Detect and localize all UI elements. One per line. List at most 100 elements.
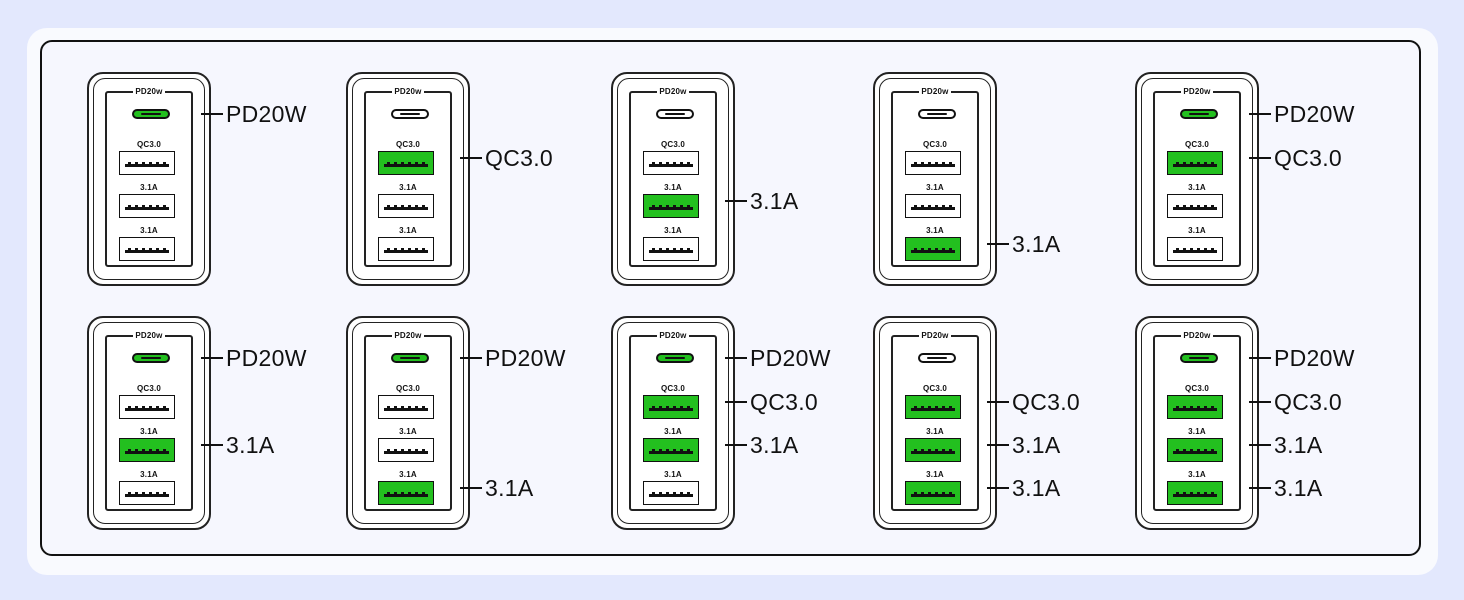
- callout-pd: PD20W: [460, 344, 566, 371]
- callout-label: 3.1A: [1012, 474, 1061, 501]
- callout-label: QC3.0: [485, 144, 553, 171]
- callout-line: [1249, 357, 1271, 359]
- port-label-qc: QC3.0: [1184, 140, 1210, 149]
- charger-outline: [617, 78, 729, 280]
- usb-a-port-icon: [119, 438, 175, 462]
- port-label-qc: QC3.0: [395, 140, 421, 149]
- port-label-pd: PD20w: [366, 87, 450, 96]
- port-label-qc: QC3.0: [395, 384, 421, 393]
- port-label-qc: QC3.0: [660, 140, 686, 149]
- usb-a-port-icon: [643, 481, 699, 505]
- callout-pd: PD20W: [201, 101, 307, 127]
- port-label-a2: 3.1A: [140, 470, 158, 479]
- port-label-pd-text: PD20w: [919, 331, 951, 340]
- usb-a-port-icon: [378, 395, 434, 419]
- callout-line: [987, 401, 1009, 403]
- usb-a-port-icon: [378, 438, 434, 462]
- port-label-a1: 3.1A: [140, 427, 158, 436]
- callout-line: [987, 487, 1009, 489]
- callout-line: [201, 444, 223, 446]
- charger-outline: [1141, 78, 1253, 280]
- usb-a-port-icon: [378, 151, 434, 175]
- callout-a1: 3.1A: [1249, 432, 1323, 458]
- callout-a2: 3.1A: [1249, 475, 1323, 501]
- port-label-pd-text: PD20w: [133, 87, 165, 96]
- port-label-pd: PD20w: [107, 331, 191, 340]
- port-label-pd: PD20w: [107, 87, 191, 96]
- callout-qc: QC3.0: [1249, 389, 1342, 415]
- charger-outline: [93, 322, 205, 524]
- port-label-pd: PD20w: [1155, 331, 1239, 340]
- callout-qc: QC3.0: [460, 144, 553, 171]
- usb-a-port-icon: [378, 237, 434, 261]
- port-label-a2: 3.1A: [399, 226, 417, 235]
- port-label-pd: PD20w: [366, 331, 450, 340]
- port-label-qc: QC3.0: [922, 140, 948, 149]
- usb-a-port-icon: [905, 194, 961, 218]
- usb-a-port-icon: [905, 438, 961, 462]
- callout-a2: 3.1A: [987, 231, 1061, 257]
- callout-a1: 3.1A: [725, 188, 799, 214]
- port-label-pd-text: PD20w: [392, 331, 424, 340]
- callout-line: [201, 357, 223, 359]
- port-label-qc: QC3.0: [136, 384, 162, 393]
- callout-line: [725, 357, 747, 359]
- port-label-a1: 3.1A: [926, 183, 944, 192]
- callout-pd: PD20W: [1249, 101, 1355, 127]
- callout-line: [725, 401, 747, 403]
- port-label-qc: QC3.0: [922, 384, 948, 393]
- port-label-pd: PD20w: [631, 87, 715, 96]
- callout-label: PD20W: [485, 344, 566, 371]
- usb-a-port-icon: [119, 395, 175, 419]
- usb-a-port-icon: [119, 194, 175, 218]
- port-label-a2: 3.1A: [1188, 470, 1206, 479]
- callout-line: [987, 444, 1009, 446]
- charger-outline: [352, 78, 464, 280]
- callout-a2: 3.1A: [460, 475, 534, 501]
- charger-outline: [879, 322, 991, 524]
- usb-a-port-icon: [643, 151, 699, 175]
- callout-line: [1249, 157, 1271, 159]
- callout-qc: QC3.0: [1249, 144, 1342, 171]
- callout-line: [1249, 113, 1271, 115]
- port-label-a1: 3.1A: [399, 427, 417, 436]
- port-label-pd: PD20w: [631, 331, 715, 340]
- charger-outline: [352, 322, 464, 524]
- port-label-pd: PD20w: [893, 87, 977, 96]
- usb-a-port-icon: [905, 151, 961, 175]
- usb-c-port-icon: [132, 353, 170, 363]
- port-label-qc: QC3.0: [660, 384, 686, 393]
- callout-a2: 3.1A: [987, 474, 1061, 501]
- callout-a1: 3.1A: [201, 431, 275, 458]
- port-label-pd: PD20w: [1155, 87, 1239, 96]
- port-label-a1: 3.1A: [140, 183, 158, 192]
- usb-a-port-icon: [905, 481, 961, 505]
- usb-a-port-icon: [1167, 194, 1223, 218]
- usb-a-port-icon: [643, 194, 699, 218]
- callout-label: 3.1A: [226, 431, 275, 458]
- callout-line: [460, 357, 482, 359]
- callout-line: [725, 444, 747, 446]
- usb-c-port-icon: [1180, 353, 1218, 363]
- callout-label: QC3.0: [1274, 144, 1342, 171]
- usb-a-port-icon: [905, 395, 961, 419]
- usb-a-port-icon: [643, 438, 699, 462]
- usb-a-port-icon: [378, 481, 434, 505]
- port-label-pd: PD20w: [893, 331, 977, 340]
- callout-a1: 3.1A: [725, 432, 799, 458]
